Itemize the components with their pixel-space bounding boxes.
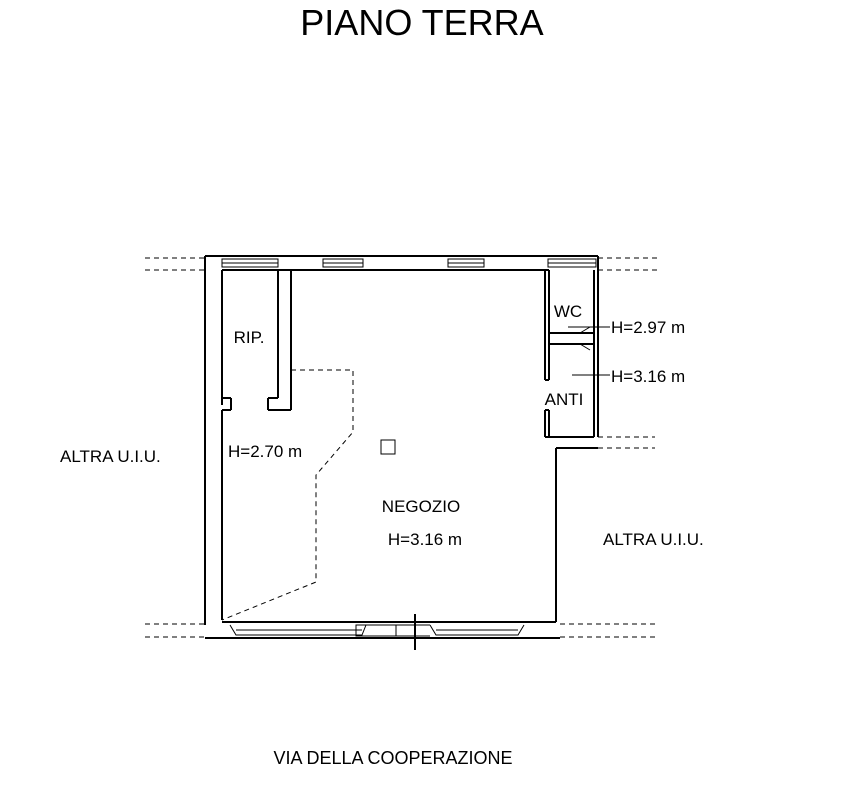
outer-walls xyxy=(204,255,599,639)
room-label-anti: ANTI xyxy=(545,390,584,409)
top-windows xyxy=(221,258,597,268)
neighbor-label-right: ALTRA U.I.U. xyxy=(603,530,704,549)
street-label: VIA DELLA COOPERAZIONE xyxy=(273,748,512,768)
storage-room-walls xyxy=(222,270,292,411)
room-label-wc: WC xyxy=(554,302,582,321)
plan-title: PIANO TERRA xyxy=(300,2,543,43)
lowered-ceiling-outline xyxy=(221,369,354,621)
height-label-lowered-area: H=2.70 m xyxy=(228,442,302,461)
room-label-rip: RIP. xyxy=(234,328,265,347)
service-block-walls xyxy=(545,269,595,438)
neighbor-wall-extensions xyxy=(145,257,658,638)
room-label-negozio: NEGOZIO xyxy=(382,497,460,516)
height-label-anti: H=3.16 m xyxy=(611,367,685,386)
shop-front xyxy=(229,624,525,637)
height-label-wc: H=2.97 m xyxy=(611,318,685,337)
height-label-negozio: H=3.16 m xyxy=(388,530,462,549)
pillar-square xyxy=(380,439,396,455)
neighbor-label-left: ALTRA U.I.U. xyxy=(60,447,161,466)
